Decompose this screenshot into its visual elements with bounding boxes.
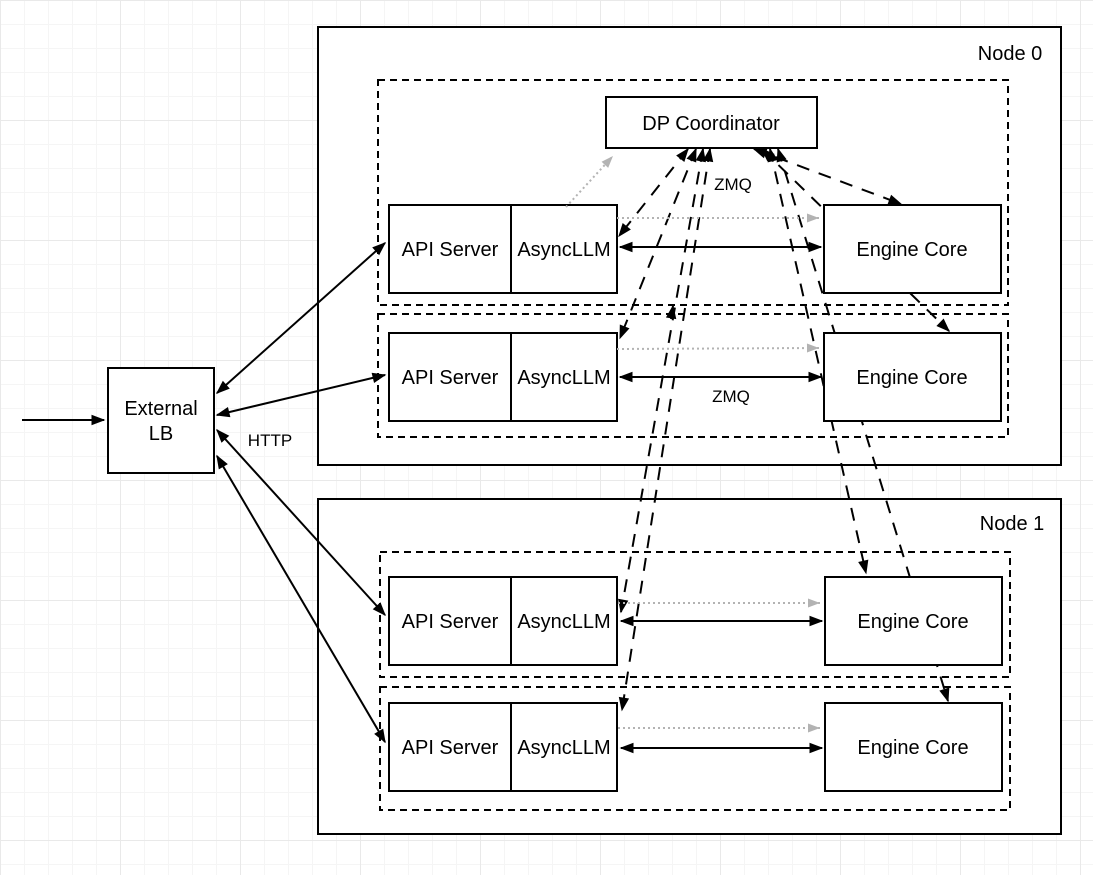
asyncllm-enginecore-dotted-link-n0r2 [616, 343, 820, 353]
lb-apiserver-link-n0r1 [215, 242, 387, 394]
api-server-box-n0r1 [388, 204, 512, 294]
engine-core-label-n0r1: Engine Core [856, 239, 967, 261]
asyncllm-label-n1r2: AsyncLLM [517, 737, 610, 759]
coordinator-enginecore-n1r2-link [776, 147, 950, 703]
engine-core-label-n0r2: Engine Core [856, 367, 967, 389]
node0-title: Node 0 [978, 43, 1043, 65]
lb-apiserver-link-n1r2 [216, 454, 386, 744]
engine-core-box-n0r2 [823, 332, 1002, 422]
api-server-label-n0r1: API Server [402, 239, 499, 261]
asyncllm-box-n1r1 [510, 576, 618, 666]
asyncllm-box-n0r1 [510, 204, 618, 294]
engine-core-box-n0r1 [823, 204, 1002, 294]
engine-core-label-n1r1: Engine Core [857, 611, 968, 633]
api-server-label-n0r2: API Server [402, 367, 499, 389]
api-server-box-n0r2 [388, 332, 512, 422]
asyncllm-label-n1r1: AsyncLLM [517, 611, 610, 633]
engine-core-box-n1r2 [824, 702, 1003, 792]
asyncllm-coordinator-dotted-link [565, 155, 614, 208]
asyncllm-box-n0r2 [510, 332, 618, 422]
lb-apiserver-link-n0r2 [215, 372, 387, 418]
engine-core-box-n1r1 [824, 576, 1003, 666]
external-lb-box [107, 367, 215, 474]
zmq-label-engine: ZMQ [712, 387, 750, 406]
api-server-box-n1r1 [388, 576, 512, 666]
node1-title: Node 1 [980, 513, 1045, 535]
external-lb-label-line2: LB [149, 423, 173, 445]
asyncllm-label-n0r2: AsyncLLM [517, 367, 610, 389]
dp-coordinator-label: DP Coordinator [642, 113, 780, 135]
external-lb-label-line1: External [124, 398, 197, 420]
dp-coordinator-box [605, 96, 818, 149]
api-server-label-n1r1: API Server [402, 611, 499, 633]
engine-core-label-n1r2: Engine Core [857, 737, 968, 759]
api-server-box-n1r2 [388, 702, 512, 792]
asyncllm-label-n0r1: AsyncLLM [517, 239, 610, 261]
api-server-label-n1r2: API Server [402, 737, 499, 759]
http-label: HTTP [248, 431, 292, 450]
zmq-label-coordinator: ZMQ [714, 175, 752, 194]
asyncllm-box-n1r2 [510, 702, 618, 792]
